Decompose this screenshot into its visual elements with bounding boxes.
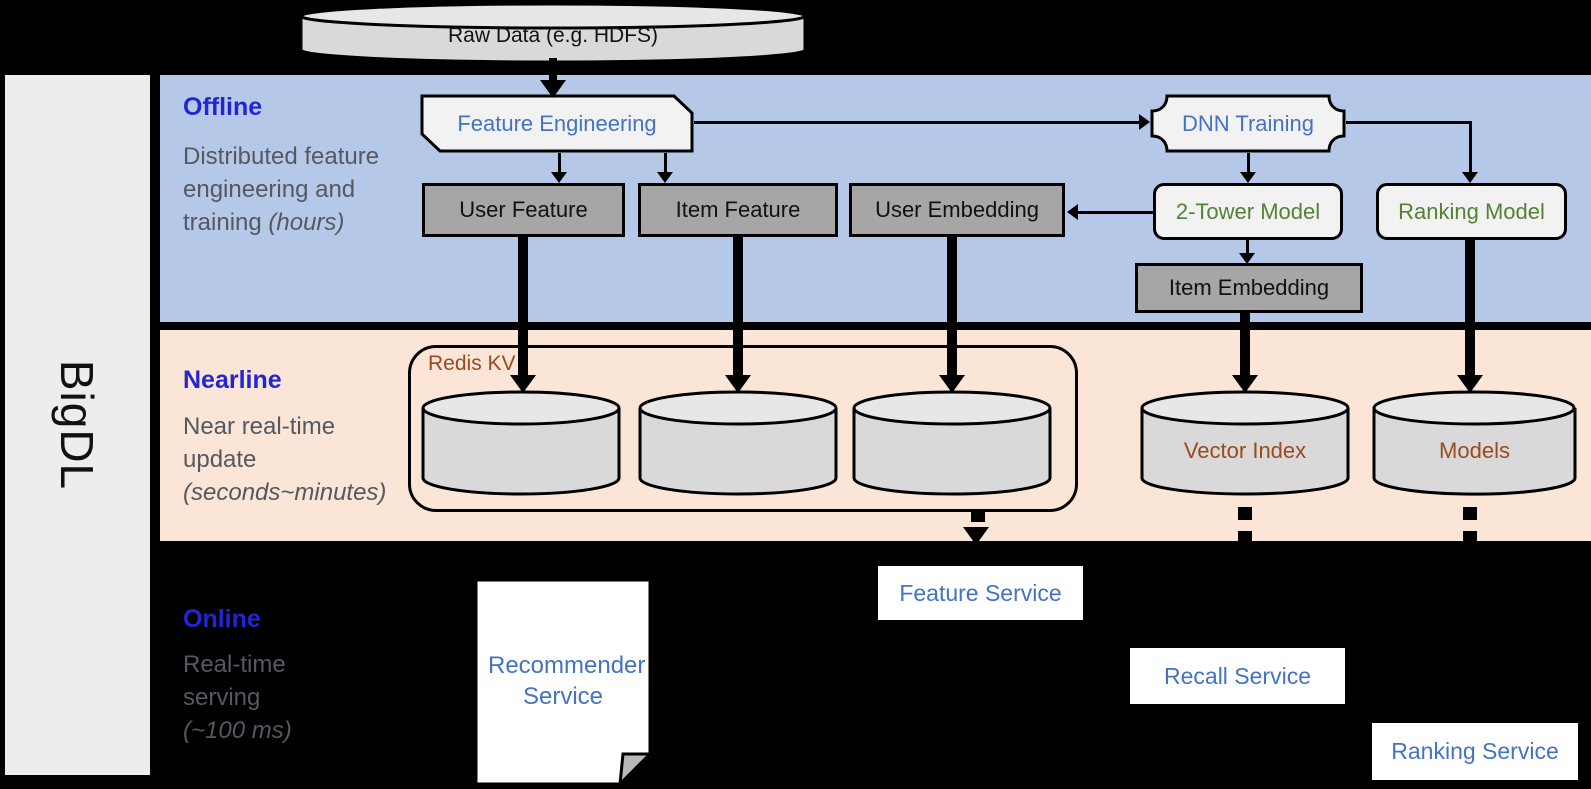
plaque-shape [1150, 94, 1346, 153]
arrowhead [657, 172, 673, 183]
dashed-line-vectorindex-2 [1238, 531, 1252, 544]
arrow-dnn-twotower [1247, 153, 1250, 173]
document-shape [474, 578, 654, 789]
cylinder-shape [638, 390, 838, 496]
models-label: Models [1439, 438, 1510, 463]
bigdl-sidebar: BigDL [5, 75, 150, 775]
nearline-timing: (seconds~minutes) [183, 479, 387, 506]
thick-arrow-itemembedding-vectorindex [1240, 313, 1250, 376]
ranking-service-node: Ranking Service [1372, 723, 1581, 789]
recommender-service-label: Recommender Service [488, 652, 646, 710]
online-timing: (~100 ms) [183, 717, 292, 744]
page-curl-icon [1567, 777, 1581, 789]
cylinder-shape [1140, 390, 1350, 496]
arrowhead [939, 375, 965, 393]
arrowhead [551, 172, 567, 183]
arrowhead [1462, 172, 1478, 183]
page-curl-icon [1072, 617, 1086, 629]
recommender-service-node: Recommender Service [474, 578, 654, 789]
arrowhead [1240, 172, 1256, 183]
arrowhead [1239, 253, 1255, 264]
item-feature-node: Item Feature [638, 183, 838, 237]
cylinder-shape [421, 390, 621, 496]
brand-label: BigDL [51, 359, 104, 491]
feature-engineering-label: Feature Engineering [457, 110, 657, 136]
offline-desc-text: Distributed feature engineering and trai… [183, 143, 380, 236]
user-embedding-node: User Embedding [849, 183, 1065, 237]
cut-corner-shape [420, 94, 694, 153]
dashed-line-models [1463, 507, 1477, 520]
user-feature-label: User Feature [459, 197, 588, 222]
arrow-dnn-rankingmodel-v [1469, 121, 1472, 173]
arrowhead [1139, 114, 1150, 130]
online-desc-text: Real-time serving [183, 651, 286, 711]
redis-kv-label: Redis KV [428, 352, 516, 375]
nearline-desc: Near real-time update (seconds~minutes) [183, 410, 387, 509]
vector-index-cylinder: Vector Index [1140, 390, 1350, 508]
online-desc: Real-time serving (~100 ms) [183, 648, 313, 747]
feature-service-label: Feature Service [899, 579, 1062, 606]
arrowhead [1067, 204, 1078, 220]
nearline-desc-text: Near real-time update [183, 413, 336, 473]
nearline-title: Nearline [183, 366, 282, 394]
recall-service-node: Recall Service [1130, 648, 1348, 713]
cylinder-shape [1372, 390, 1577, 496]
arrowhead [725, 375, 751, 393]
offline-desc: Distributed feature engineering and trai… [183, 140, 398, 239]
thick-arrow-rankingmodel-models [1465, 240, 1475, 376]
thick-arrow-itemfeature-kv [733, 237, 743, 376]
page-curl-icon [1334, 701, 1348, 713]
two-tower-model-label: 2-Tower Model [1175, 198, 1321, 224]
arrowhead [963, 527, 989, 545]
recall-service-label: Recall Service [1164, 662, 1311, 689]
cylinder-shape [299, 2, 807, 64]
vector-index-label: Vector Index [1183, 438, 1307, 463]
redis-kv-container [408, 345, 1078, 512]
dashed-arrow-kv-featureservice [971, 509, 985, 522]
kv-cylinder-3 [852, 390, 1052, 508]
online-title: Online [183, 605, 261, 633]
arrow-fe-userfeature [558, 153, 561, 173]
arrowhead [1457, 375, 1483, 393]
arrowhead [510, 375, 536, 393]
arrow-fe-itemfeature [664, 153, 667, 173]
dashed-line-models-2 [1463, 531, 1477, 544]
kv-cylinder-2 [638, 390, 838, 508]
arrowhead [540, 80, 566, 98]
ranking-model-node: Ranking Model [1376, 183, 1567, 240]
feature-engineering-node: Feature Engineering [420, 94, 694, 153]
item-feature-label: Item Feature [675, 197, 801, 222]
two-tower-model-node: 2-Tower Model [1153, 183, 1343, 240]
arrow-twotower-itemembedding [1246, 240, 1249, 254]
arrow-dnn-rankingmodel [1346, 121, 1472, 124]
arrow-twotower-userembedding [1078, 211, 1153, 214]
raw-data-cylinder: Raw Data (e.g. HDFS) [298, 2, 808, 68]
kv-cylinder-1 [421, 390, 621, 508]
models-cylinder: Models [1372, 390, 1577, 508]
offline-title: Offline [183, 93, 263, 121]
item-embedding-node: Item Embedding [1135, 263, 1363, 313]
thick-arrow-userembedding-kv [947, 237, 957, 376]
cylinder-shape [852, 390, 1052, 496]
arrow-rawdata-fe [549, 58, 557, 82]
ranking-model-label: Ranking Model [1398, 198, 1545, 224]
user-embedding-label: User Embedding [875, 197, 1039, 222]
arrowhead [1232, 375, 1258, 393]
offline-timing: (hours) [268, 209, 345, 236]
dnn-training-node: DNN Training [1150, 94, 1346, 153]
dnn-training-label: DNN Training [1181, 110, 1315, 136]
user-feature-node: User Feature [422, 183, 625, 237]
arrow-fe-dnn [694, 121, 1140, 124]
dashed-line-vectorindex [1238, 507, 1252, 520]
ranking-service-label: Ranking Service [1391, 738, 1559, 764]
item-embedding-label: Item Embedding [1168, 275, 1330, 300]
thick-arrow-userfeature-kv [518, 237, 528, 376]
feature-service-node: Feature Service [878, 566, 1086, 629]
raw-data-label: Raw Data (e.g. HDFS) [447, 24, 659, 47]
